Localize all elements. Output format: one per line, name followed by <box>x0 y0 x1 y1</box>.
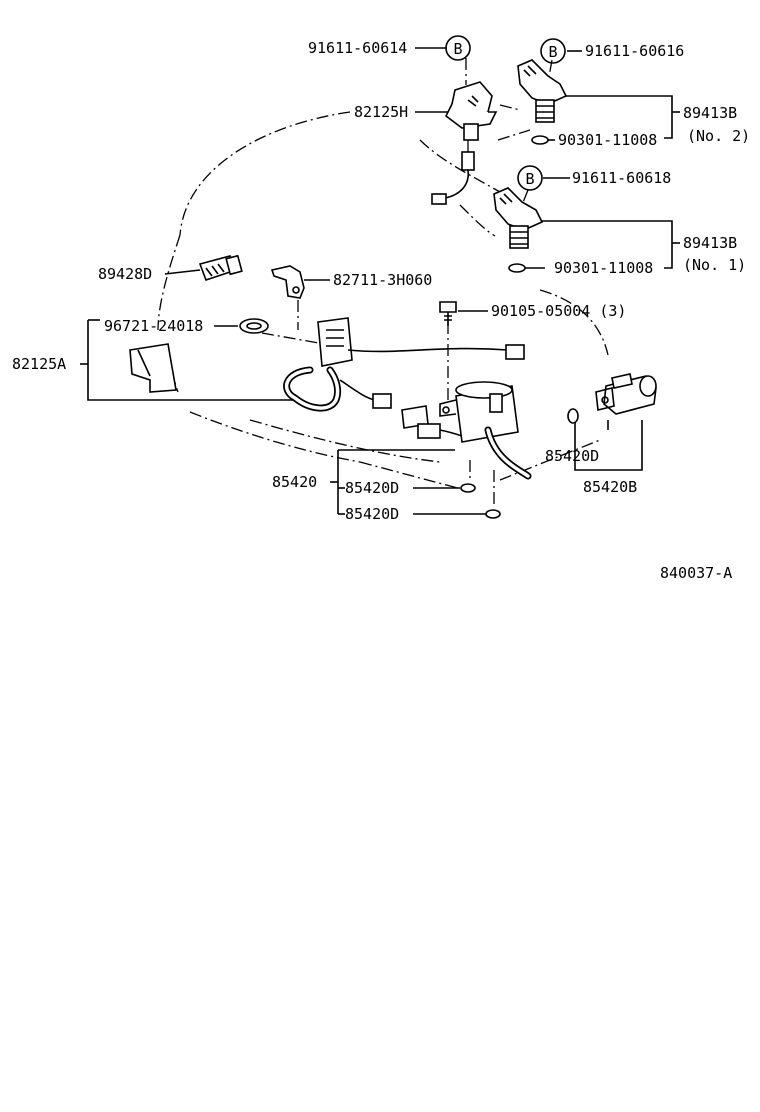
harness-82125a <box>129 317 525 412</box>
solenoid-85420 <box>401 381 532 480</box>
svg-text:B: B <box>453 40 462 58</box>
svg-text:B: B <box>548 43 557 61</box>
sensor-82125h <box>431 81 498 205</box>
label-85420d-right: 85420D <box>545 447 599 465</box>
label-no1: (No. 1) <box>683 256 746 274</box>
label-90105-05004: 90105-05004 (3) <box>491 302 626 320</box>
label-89413b-no2: 89413B <box>683 104 737 122</box>
sensor-89428d <box>198 254 243 282</box>
svg-text:B: B <box>525 170 534 188</box>
oring-85420d-b <box>485 509 501 519</box>
marker-b-1: B <box>445 35 471 61</box>
label-96721-24018: 96721-24018 <box>104 317 203 335</box>
label-85420b: 85420B <box>583 478 637 496</box>
diagram-id: 840037-A <box>660 564 732 582</box>
phantom-lines <box>157 58 609 508</box>
marker-b-3: B <box>517 165 543 191</box>
label-91611-60614: 91611-60614 <box>308 39 407 57</box>
marker-b-2: B <box>540 38 566 64</box>
label-89428d: 89428D <box>98 265 152 283</box>
label-82125h: 82125H <box>354 103 408 121</box>
part-labels: 91611-60614 91611-60616 82125H 89413B (N… <box>12 39 750 582</box>
sensor-89413b-no1 <box>493 187 544 273</box>
label-no2: (No. 2) <box>687 127 750 145</box>
label-85420d-a: 85420D <box>345 479 399 497</box>
valve-85420b <box>567 373 657 424</box>
oring-85420d-a <box>460 483 476 493</box>
label-82125a: 82125A <box>12 355 66 373</box>
grommet-96721 <box>239 318 269 334</box>
bolt-90105 <box>439 301 457 326</box>
label-85420: 85420 <box>272 473 317 491</box>
bracket-82711 <box>270 265 305 299</box>
label-91611-60616: 91611-60616 <box>585 42 684 60</box>
leader-lines <box>80 47 680 515</box>
label-90301-11008-a: 90301-11008 <box>558 131 657 149</box>
label-90301-11008-b: 90301-11008 <box>554 259 653 277</box>
sensor-89413b-no2 <box>517 59 568 145</box>
label-85420d-b: 85420D <box>345 505 399 523</box>
label-82711-3h060: 82711-3H060 <box>333 271 432 289</box>
label-89413b-no1: 89413B <box>683 234 737 252</box>
label-91611-60618: 91611-60618 <box>572 169 671 187</box>
